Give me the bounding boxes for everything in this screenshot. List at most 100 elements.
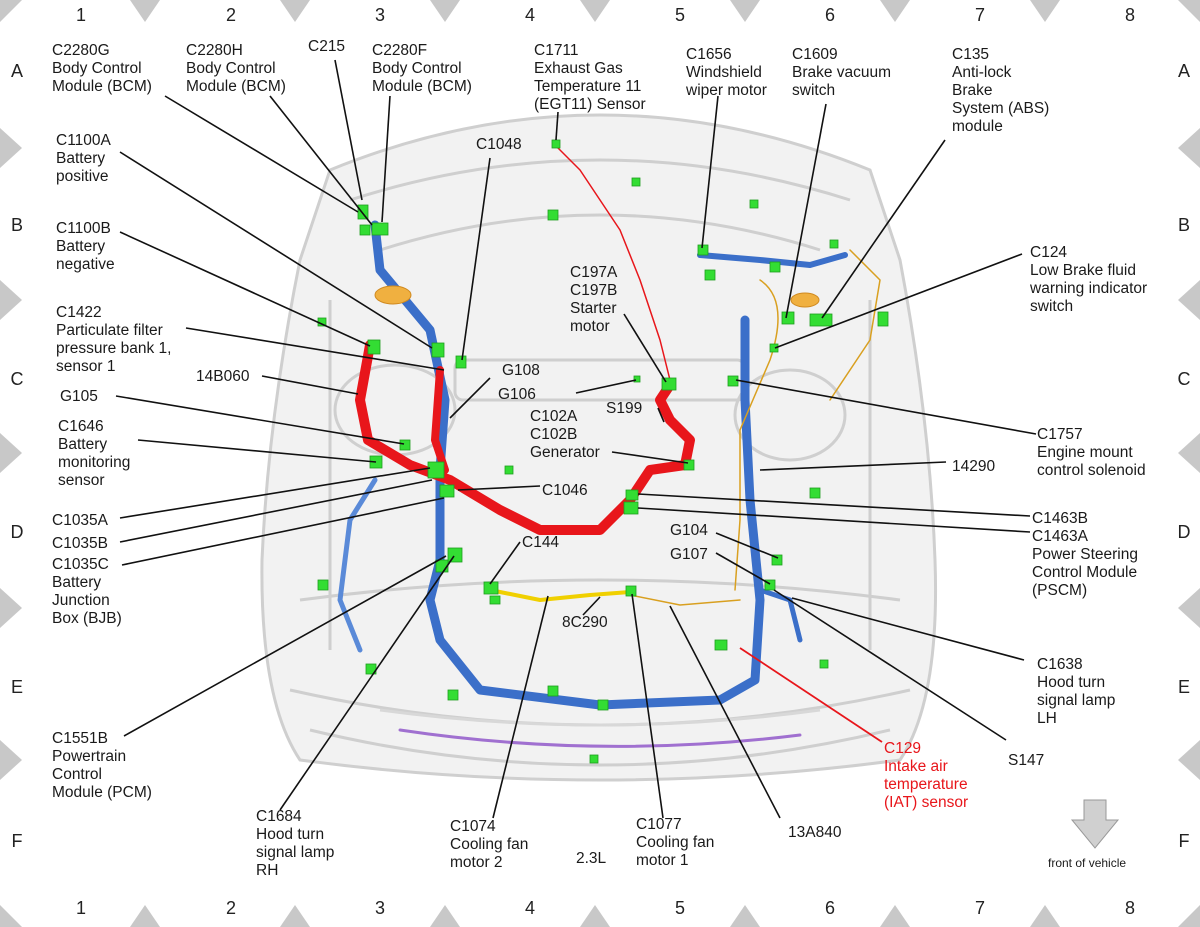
label-c215: C215 xyxy=(308,38,345,56)
label-g104: G104 xyxy=(670,522,708,540)
label-line: C124 xyxy=(1030,244,1068,261)
label-line: Control Module xyxy=(1032,564,1138,581)
label-line: C135 xyxy=(952,46,990,63)
label-line: Control xyxy=(52,766,102,783)
label-line: C1035C xyxy=(52,556,109,573)
label-line: Module (BCM) xyxy=(52,78,152,95)
grid-row-right: F xyxy=(1178,831,1190,851)
label-line: C1422 xyxy=(56,304,102,321)
leader-line-c129 xyxy=(739,647,883,743)
label-line: Brake vacuum xyxy=(792,64,892,81)
label-line: C102B xyxy=(530,426,578,443)
label-line: S147 xyxy=(1008,752,1045,769)
label-line: sensor xyxy=(58,472,105,489)
label-line: motor 1 xyxy=(636,852,689,869)
grid-row-right: D xyxy=(1177,522,1191,542)
label-g105: G105 xyxy=(60,388,98,406)
label-p8c290: 8C290 xyxy=(562,614,608,632)
label-line: C102A xyxy=(530,408,578,425)
grid-col-bottom: 6 xyxy=(824,898,835,918)
label-line: C1077 xyxy=(636,816,682,833)
label-line: front of vehicle xyxy=(1048,856,1127,870)
label-line: Junction xyxy=(52,592,110,609)
label-c1463b: C1463B xyxy=(1032,510,1088,528)
grid-col-bottom: 8 xyxy=(1124,898,1135,918)
label-line: C1646 xyxy=(58,418,104,435)
label-line: C1711 xyxy=(534,42,579,59)
grid-col-bottom: 3 xyxy=(374,898,385,918)
label-line: negative xyxy=(56,256,115,273)
label-line: Temperature 11 xyxy=(534,78,642,95)
label-line: Powertrain xyxy=(52,748,127,765)
label-line: Body Control xyxy=(186,60,276,77)
label-line: Battery xyxy=(52,574,102,591)
label-line: motor xyxy=(570,318,610,335)
label-line: warning indicator xyxy=(1030,280,1148,297)
label-line: 14290 xyxy=(952,458,996,475)
harness-orange-thin xyxy=(629,279,779,606)
label-line: switch xyxy=(1030,298,1074,315)
label-line: C144 xyxy=(522,534,560,551)
label-line: Generator xyxy=(530,444,600,461)
grid-row-right: B xyxy=(1177,215,1190,235)
label-line: Battery xyxy=(56,150,106,167)
label-line: C2280F xyxy=(372,42,428,59)
label-line: Engine mount xyxy=(1037,444,1133,461)
label-line: C215 xyxy=(308,38,346,55)
label-line: Low Brake fluid xyxy=(1030,262,1136,279)
label-line: Cooling fan xyxy=(636,834,715,851)
label-line: G106 xyxy=(498,386,536,403)
label-line: 13A840 xyxy=(788,824,842,841)
harness-purple xyxy=(398,728,802,748)
label-line: pressure bank 1, xyxy=(56,340,172,357)
label-line: Starter xyxy=(570,300,617,317)
grid-col-top: 5 xyxy=(674,5,685,25)
label-line: Cooling fan xyxy=(450,836,529,853)
label-c1035b: C1035B xyxy=(52,535,108,553)
grid-col-bottom: 2 xyxy=(225,898,236,918)
label-line: C1035A xyxy=(52,512,109,529)
grid-row-left: B xyxy=(10,215,23,235)
label-line: C2280G xyxy=(52,42,110,59)
label-line: C1100A xyxy=(56,132,111,149)
wiring-harness xyxy=(337,144,881,748)
label-line: Module (BCM) xyxy=(372,78,472,95)
grid-row-left: C xyxy=(10,369,24,389)
label-line: G107 xyxy=(670,546,708,563)
label-line: Battery xyxy=(56,238,106,255)
label-line: Body Control xyxy=(52,60,142,77)
label-line: Battery xyxy=(58,436,108,453)
front-arrow-icon xyxy=(1070,799,1120,849)
grid-col-top: 7 xyxy=(974,5,985,25)
label-line: Hood turn xyxy=(1037,674,1106,691)
label-line: signal lamp xyxy=(1037,692,1116,709)
grid-col-top: 2 xyxy=(225,5,236,25)
label-g108: G108 xyxy=(502,362,540,380)
grid-col-top: 4 xyxy=(524,5,535,25)
label-c1046: C1046 xyxy=(542,482,588,500)
label-line: S199 xyxy=(606,400,643,417)
harness-blue-main xyxy=(370,220,765,710)
grid-row-right: A xyxy=(1177,61,1190,81)
label-line: sensor 1 xyxy=(56,358,116,375)
label-engine: 2.3L xyxy=(576,850,606,868)
label-g106: G106 xyxy=(498,386,536,404)
label-line: Module (PCM) xyxy=(52,784,152,801)
label-c144: C144 xyxy=(522,534,559,552)
label-line: Exhaust Gas xyxy=(534,60,623,77)
label-line: Brake xyxy=(952,82,993,99)
harness-yellow-fan xyxy=(488,588,632,602)
label-line: (IAT) sensor xyxy=(884,794,969,811)
